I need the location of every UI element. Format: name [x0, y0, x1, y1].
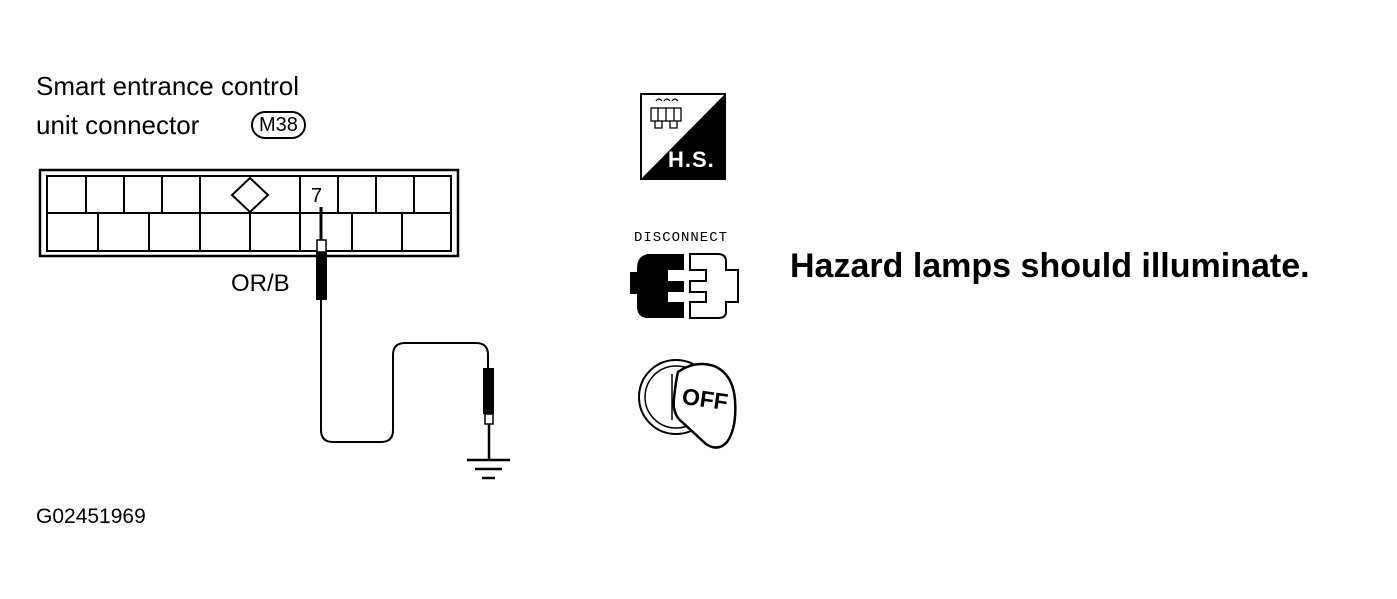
harness-side-label: H.S. — [668, 147, 715, 172]
test-lead-wire — [320, 300, 489, 443]
probe-ground-side — [483, 368, 494, 460]
wire-color-label: OR/B — [231, 270, 290, 297]
harness-side-icon — [640, 93, 726, 180]
disconnect-label: DISCONNECT — [634, 230, 729, 246]
probe-connector-side — [316, 207, 327, 300]
connector-title-line2: unit connector — [36, 110, 200, 140]
instruction-message: Hazard lamps should illuminate. — [790, 247, 1310, 285]
connector-body — [38, 168, 460, 258]
connector-id-badge: M38 — [251, 111, 306, 139]
disconnect-icon — [630, 253, 739, 319]
ignition-off-icon — [638, 359, 737, 449]
figure-code: G02451969 — [36, 505, 146, 528]
ground-symbol — [467, 458, 510, 480]
connector-title-line1: Smart entrance control — [36, 71, 300, 101]
pin-number-label: 7 — [311, 185, 323, 207]
